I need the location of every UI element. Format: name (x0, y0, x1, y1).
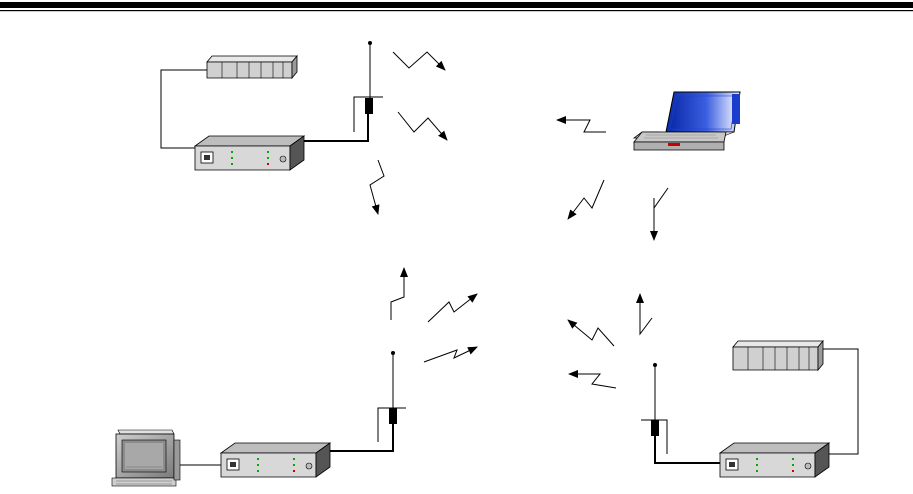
plc-module-icon (733, 341, 823, 370)
wireless-link (428, 294, 477, 322)
wireless-link (370, 160, 384, 214)
wireless-link (398, 112, 447, 140)
wireless-link (569, 374, 616, 388)
wireless-link (393, 52, 445, 70)
wireless-link (640, 294, 652, 334)
radio-modem-icon (720, 443, 829, 477)
cable-antenna-to-modem-bottom-center (328, 424, 393, 451)
wireless-link (424, 347, 477, 362)
laptop-icon (634, 92, 740, 150)
cable-plc-to-modem-top (161, 70, 207, 148)
wireless-link (391, 268, 404, 320)
wireless-link (557, 120, 606, 132)
cable-modem-to-antenna-top (304, 112, 368, 141)
cable-modem-to-plc-bottom-right (820, 349, 858, 454)
radio-modem-icon (195, 136, 304, 170)
plc-module-icon (207, 56, 297, 78)
cable-antenna-to-modem-bottom-right (655, 436, 720, 463)
desktop-pc-icon (112, 430, 180, 486)
wireless-link (568, 320, 614, 346)
radio-modem-icon (221, 443, 330, 477)
wireless-link (568, 180, 604, 219)
header-thin-line (0, 10, 913, 11)
wireless-link (654, 188, 668, 240)
header-bar (0, 2, 913, 8)
